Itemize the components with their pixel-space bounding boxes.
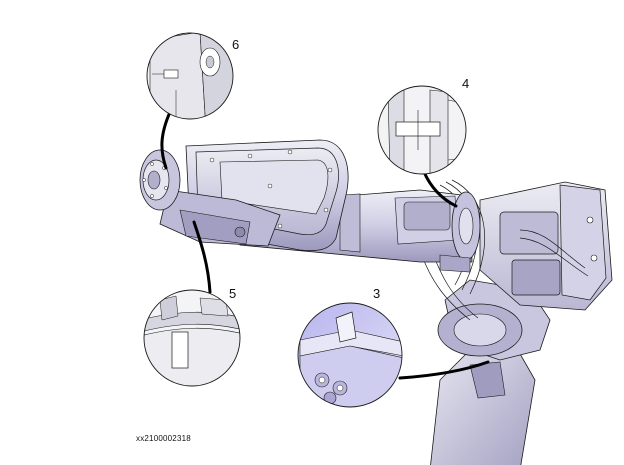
leader-line-5 bbox=[192, 220, 212, 294]
detail-view-4 bbox=[377, 85, 467, 175]
detail-view-3 bbox=[297, 302, 403, 408]
callout-number-6: 6 bbox=[232, 37, 240, 52]
leader-line-4 bbox=[422, 170, 458, 208]
detail-view-5 bbox=[143, 289, 241, 387]
image-identifier: xx2100002318 bbox=[136, 434, 191, 443]
detail-view-6 bbox=[146, 32, 234, 120]
leader-line-6 bbox=[160, 110, 172, 170]
motor-housing bbox=[479, 181, 613, 311]
tool-flange bbox=[139, 149, 181, 211]
leader-line-3 bbox=[398, 360, 490, 380]
callout-number-5: 5 bbox=[229, 286, 237, 301]
callout-number-4: 4 bbox=[462, 76, 470, 91]
callout-number-3: 3 bbox=[373, 286, 381, 301]
leader-lines bbox=[160, 110, 490, 380]
